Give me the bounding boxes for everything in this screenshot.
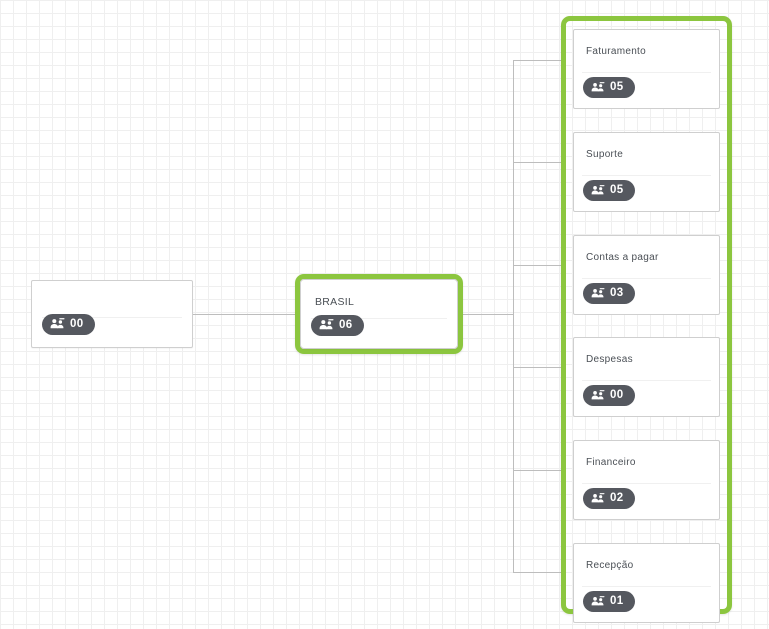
users-group-icon <box>50 318 65 331</box>
member-count-badge-brasil[interactable]: 06 <box>311 315 364 336</box>
member-count-badge-root[interactable]: 00 <box>42 314 95 335</box>
node-divider <box>582 72 711 73</box>
node-divider <box>582 380 711 381</box>
node-title-child: Financeiro <box>586 457 636 468</box>
highlight-wrapper-children-group: Faturamento 05 Su <box>561 16 732 623</box>
node-card-child[interactable]: Despesas 00 <box>573 337 720 417</box>
member-count-badge-child[interactable]: 05 <box>583 180 635 201</box>
member-count-value: 05 <box>610 183 624 196</box>
member-count-value: 01 <box>610 594 624 607</box>
node-title-child: Contas a pagar <box>586 252 659 263</box>
member-count-value: 06 <box>339 318 353 331</box>
node-card-child[interactable]: Recepção 01 <box>573 543 720 623</box>
connector-trunk-to-child-6 <box>513 572 564 573</box>
connector-trunk-to-child-3 <box>513 265 564 266</box>
member-count-value: 05 <box>610 80 624 93</box>
users-group-icon <box>319 319 334 332</box>
member-count-badge-child[interactable]: 01 <box>583 591 635 612</box>
users-group-icon <box>591 184 605 197</box>
node-title-child: Recepção <box>586 560 634 571</box>
users-group-icon <box>591 492 605 505</box>
member-count-badge-child[interactable]: 05 <box>583 77 635 98</box>
node-card-child[interactable]: Contas a pagar 03 <box>573 235 720 315</box>
member-count-value: 00 <box>610 388 624 401</box>
node-divider <box>582 175 711 176</box>
node-title-brasil: BRASIL <box>315 296 355 308</box>
connector-trunk-vertical <box>513 60 514 572</box>
node-card-brasil[interactable]: BRASIL 06 <box>300 279 458 349</box>
node-title-child: Faturamento <box>586 46 646 57</box>
node-divider <box>42 317 182 318</box>
connector-left-to-brasil <box>193 314 295 315</box>
node-title-child: Suporte <box>586 149 624 160</box>
node-card-child[interactable]: Suporte 05 <box>573 132 720 212</box>
connector-trunk-to-child-4 <box>513 367 564 368</box>
member-count-value: 00 <box>70 317 84 330</box>
users-group-icon <box>591 81 605 94</box>
member-count-value: 03 <box>610 286 624 299</box>
node-divider <box>582 586 711 587</box>
highlight-wrapper-brasil: BRASIL 06 <box>295 274 463 354</box>
node-title-child: Despesas <box>586 354 633 365</box>
member-count-value: 02 <box>610 491 624 504</box>
node-card-root[interactable]: 00 <box>31 280 193 348</box>
node-card-child[interactable]: Financeiro 02 <box>573 440 720 520</box>
children-column: Faturamento 05 Su <box>566 21 727 623</box>
connector-trunk-to-child-1 <box>513 60 564 61</box>
member-count-badge-child[interactable]: 02 <box>583 488 635 509</box>
users-group-icon <box>591 287 605 300</box>
connector-brasil-to-trunk <box>463 314 514 315</box>
node-divider <box>582 483 711 484</box>
users-group-icon <box>591 595 605 608</box>
connector-trunk-to-child-5 <box>513 470 564 471</box>
node-divider <box>311 318 447 319</box>
connector-trunk-to-child-2 <box>513 162 564 163</box>
node-card-child[interactable]: Faturamento 05 <box>573 29 720 109</box>
member-count-badge-child[interactable]: 00 <box>583 385 635 406</box>
member-count-badge-child[interactable]: 03 <box>583 283 635 304</box>
users-group-icon <box>591 389 605 402</box>
node-divider <box>582 278 711 279</box>
